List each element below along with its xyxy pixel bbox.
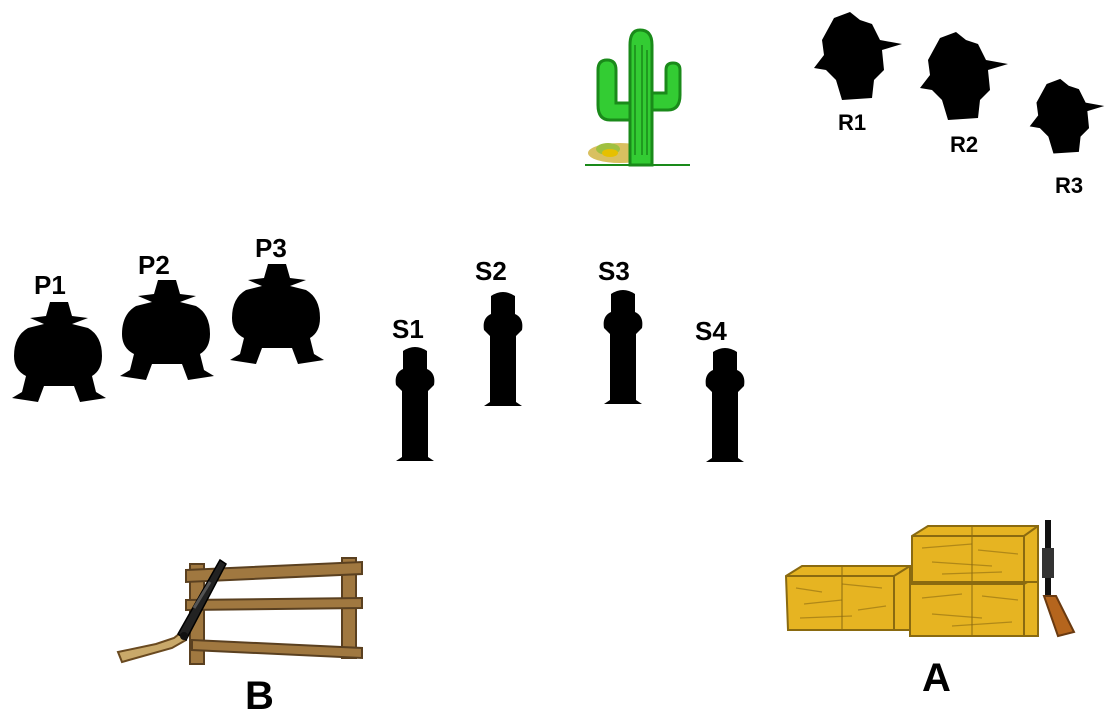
rifle-target-label-r3: R3 (1055, 173, 1083, 199)
steel-plate-s1 (390, 345, 440, 465)
steel-plate-s3 (598, 288, 648, 408)
steel-label-s3: S3 (598, 256, 630, 287)
position-label-a: A (922, 656, 951, 701)
popper-p2 (116, 276, 216, 386)
fence-icon (112, 552, 372, 670)
rifle-target-label-r2: R2 (950, 132, 978, 158)
steel-label-s1: S1 (392, 314, 424, 345)
steel-plate-s4 (700, 346, 750, 466)
rifle-target-r3 (1028, 70, 1105, 165)
steel-label-s2: S2 (475, 256, 507, 287)
rifle-target-r2 (918, 30, 1010, 125)
hay-bales-icon (782, 518, 1092, 643)
popper-p1 (8, 298, 108, 408)
cactus-icon (580, 25, 695, 175)
popper-label-p1: P1 (34, 270, 66, 301)
position-label-b: B (245, 674, 274, 719)
popper-p3 (226, 260, 326, 370)
rifle-target-r1 (812, 10, 904, 105)
rifle-icon (1042, 520, 1074, 636)
steel-label-s4: S4 (695, 316, 727, 347)
rifle-target-label-r1: R1 (838, 110, 866, 136)
steel-plate-s2 (478, 290, 528, 410)
